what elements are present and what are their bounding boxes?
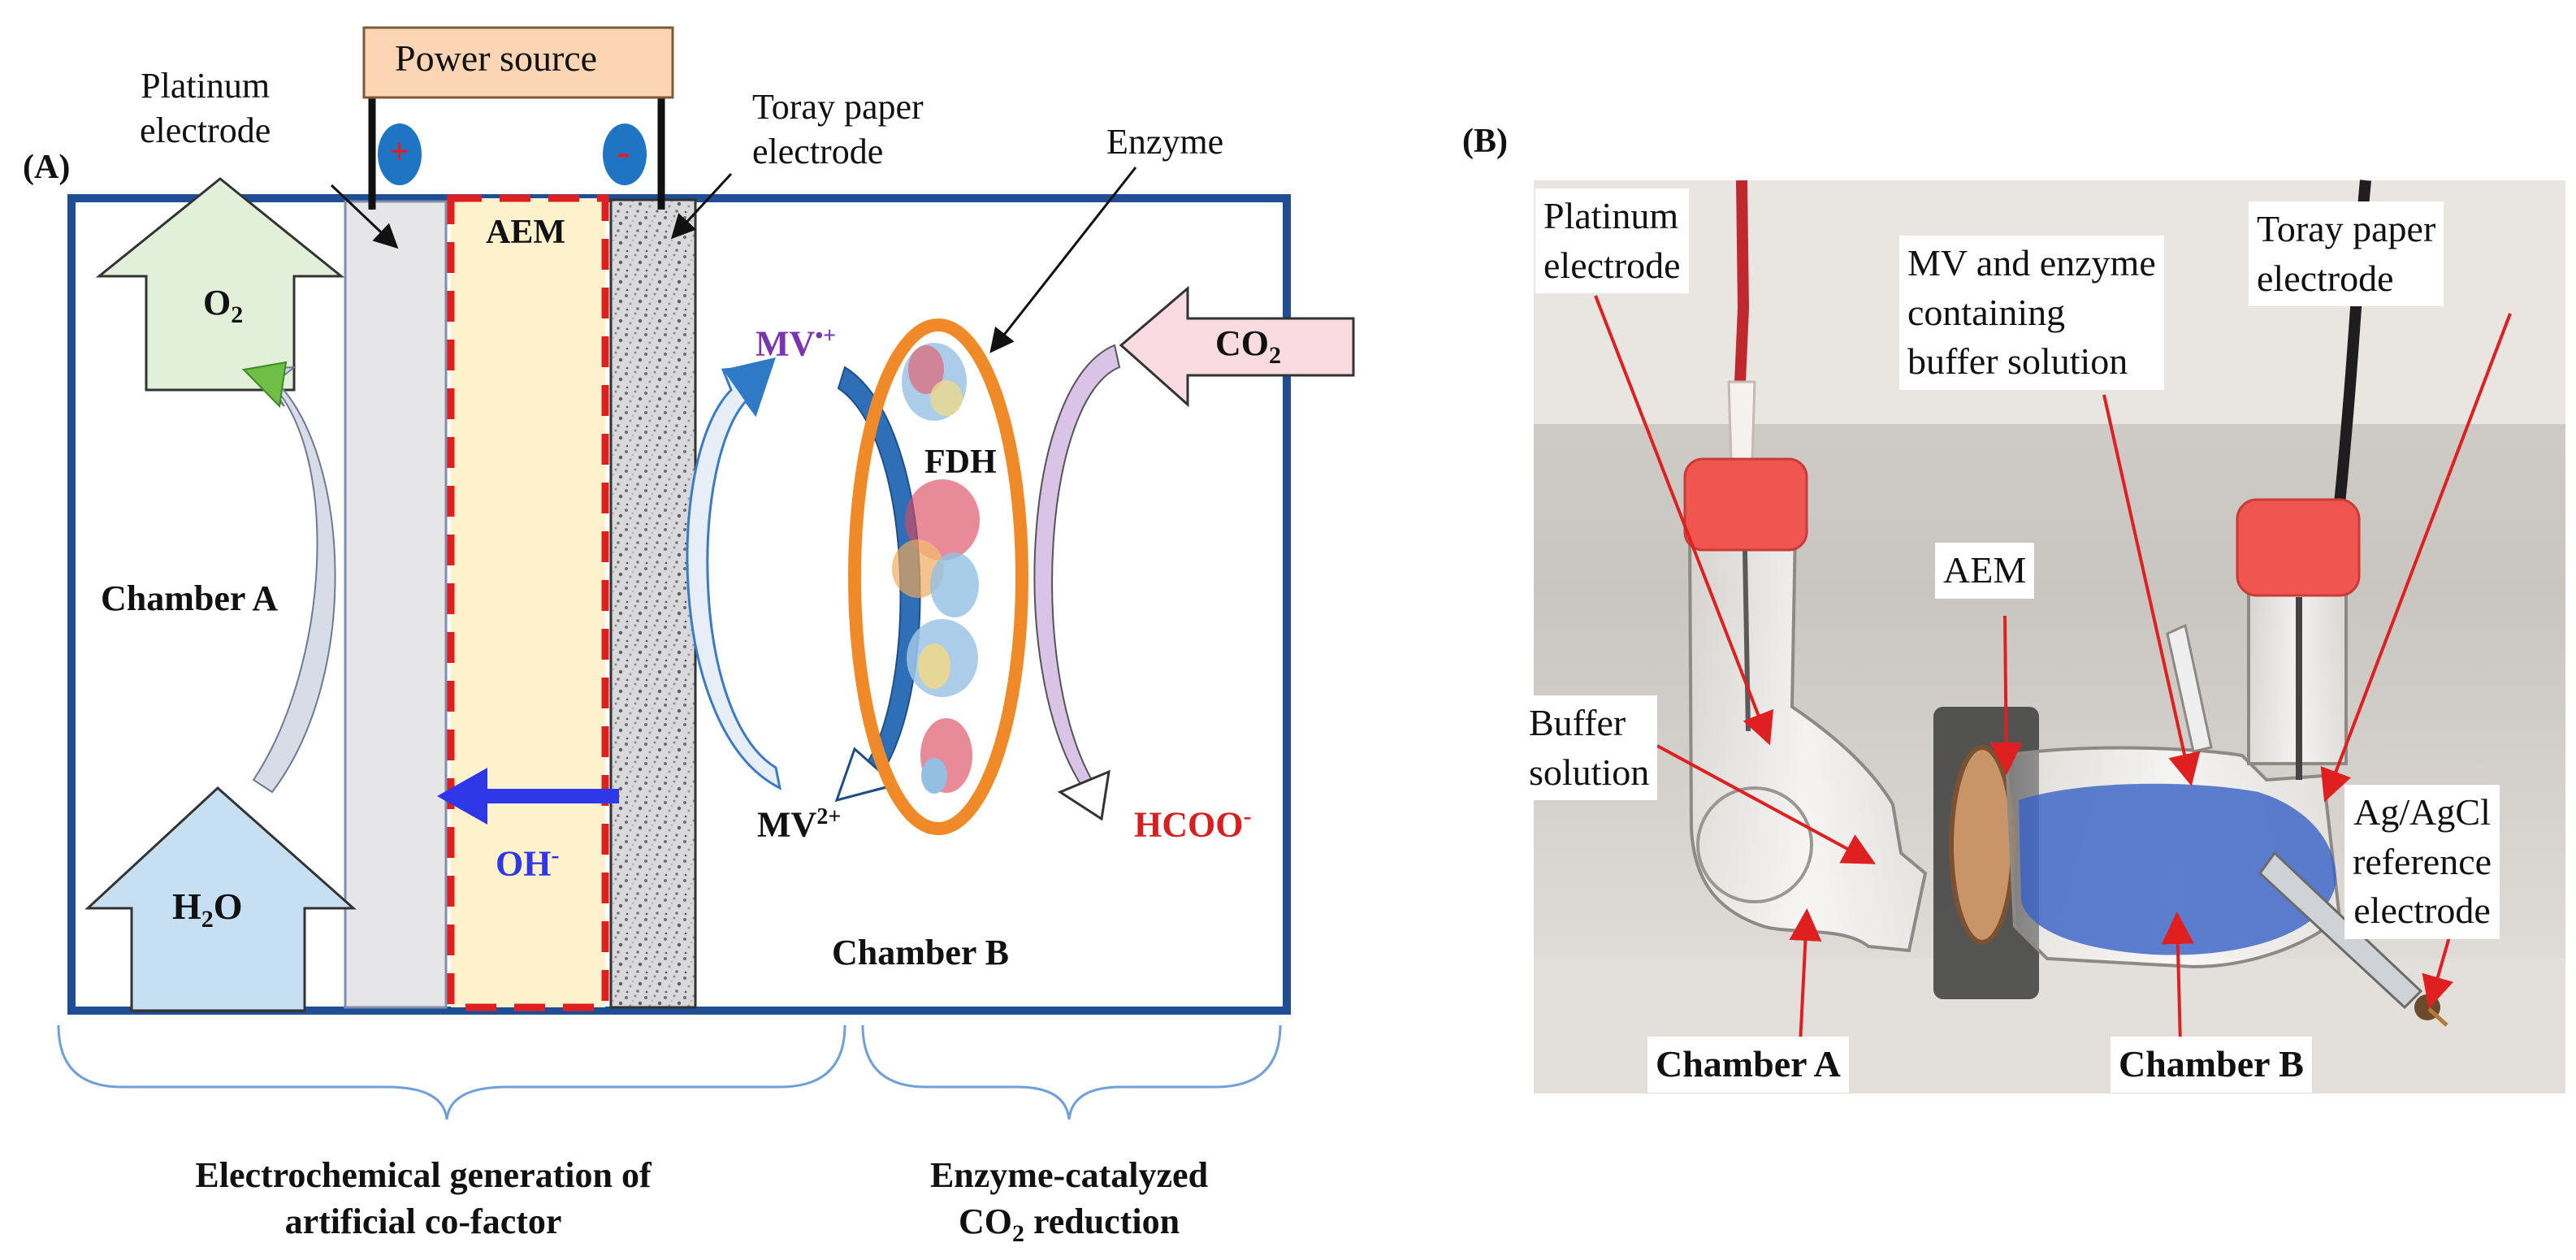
callout-toray-electrode: Toray paper electrode <box>2249 201 2444 307</box>
reference-electrode-body <box>2258 851 2423 1010</box>
platinum-electrode-label: Platinum electrode <box>140 66 271 150</box>
callout-aem: AEM <box>1935 543 2035 599</box>
chamber-b-label: Chamber B <box>832 933 1009 972</box>
arrow-mv-enzyme <box>2102 394 2201 786</box>
panel-a-label: (A) <box>23 149 71 186</box>
platinum-callout-line <box>330 184 399 249</box>
enzyme-ring <box>848 318 1028 835</box>
mv-oxidation-arrow-head <box>834 747 898 803</box>
enzyme-callout-line <box>989 167 1137 353</box>
arrow-chamber-b <box>2161 911 2194 1046</box>
chamber-a-electrode-rod <box>1743 550 1751 732</box>
panel-b-label: (B) <box>1462 123 1508 160</box>
chamber-a-red-cap <box>1683 457 1808 552</box>
arrow-platinum <box>1594 295 1774 746</box>
arrow-buffer <box>1656 744 1877 864</box>
panel-a-diagram <box>57 26 1355 1120</box>
toray-electrode-label: Toray paper electrode <box>752 87 924 171</box>
callout-buffer-solution: Buffer solution <box>1521 695 1658 801</box>
water-oxidation-arrow-tip <box>241 361 288 409</box>
plus-terminal <box>378 123 422 185</box>
arrow-chamber-a <box>1789 908 1822 1046</box>
callout-chamber-b: Chamber B <box>2111 1037 2312 1093</box>
blue-buffer-solution <box>2019 783 2336 955</box>
power-source-label: Power source <box>395 37 598 79</box>
minus-sign: - <box>617 128 630 174</box>
toray-electrode-slab <box>609 198 697 1009</box>
co2-arrow <box>1119 285 1355 408</box>
h2o-label: H2O <box>172 885 243 933</box>
caption-enzymatic: Enzyme-catalyzed CO2 reduction <box>929 1155 1209 1247</box>
panel-b-photo <box>1534 180 2565 1093</box>
o2-arrow <box>95 177 345 392</box>
h2o-arrow <box>84 786 357 1012</box>
o2-label: O2 <box>203 283 244 328</box>
plus-sign: + <box>389 132 410 171</box>
mv-radical-label: MV•+ <box>755 323 837 364</box>
aem-label: AEM <box>486 214 565 251</box>
callout-platinum-electrode: Platinum electrode <box>1535 188 1689 294</box>
caption-electrochemical: Electrochemical generation of artificial… <box>195 1155 652 1242</box>
co2-label: CO2 <box>1215 323 1281 369</box>
chamber-b-red-cap <box>2236 498 2361 597</box>
mv-oxidized-label: MV2+ <box>757 804 842 845</box>
hydroxide-arrow-head <box>437 768 487 825</box>
callout-chamber-a: Chamber A <box>1647 1037 1849 1093</box>
formate-label: HCOO- <box>1134 803 1252 845</box>
chamber-a-label: Chamber A <box>101 578 278 618</box>
mv-reduction-arrow-head <box>723 357 776 416</box>
fdh-label: FDH <box>924 444 997 481</box>
right-brace <box>861 1024 1282 1120</box>
hydroxide-label: OH- <box>496 842 560 884</box>
callout-reference-electrode: Ag/AgCl reference electrode <box>2344 785 2500 940</box>
water-oxidation-curve-arrow <box>241 366 336 794</box>
co2-reduction-arrow-head <box>1057 769 1110 821</box>
callout-mv-enzyme-buffer: MV and enzyme containing buffer solution <box>1899 236 2164 391</box>
arrow-aem <box>1989 615 2023 775</box>
reference-electrode-wire <box>2427 1007 2448 1027</box>
aem-membrane <box>447 194 609 1011</box>
chamber-b-vent-tube <box>2166 623 2213 753</box>
minus-terminal <box>603 123 647 185</box>
arrow-toray <box>2320 313 2512 803</box>
power-source-box <box>362 26 674 99</box>
aem-ring <box>1949 745 2015 945</box>
enzyme-label: Enzyme <box>1106 122 1224 162</box>
platinum-electrode-slab <box>344 200 448 1009</box>
toray-callout-line <box>670 172 733 240</box>
red-cable <box>1734 180 1750 383</box>
left-brace <box>57 1024 846 1120</box>
fdh-enzyme-structure <box>892 343 980 794</box>
chamber-a-bulb <box>1696 786 1813 903</box>
